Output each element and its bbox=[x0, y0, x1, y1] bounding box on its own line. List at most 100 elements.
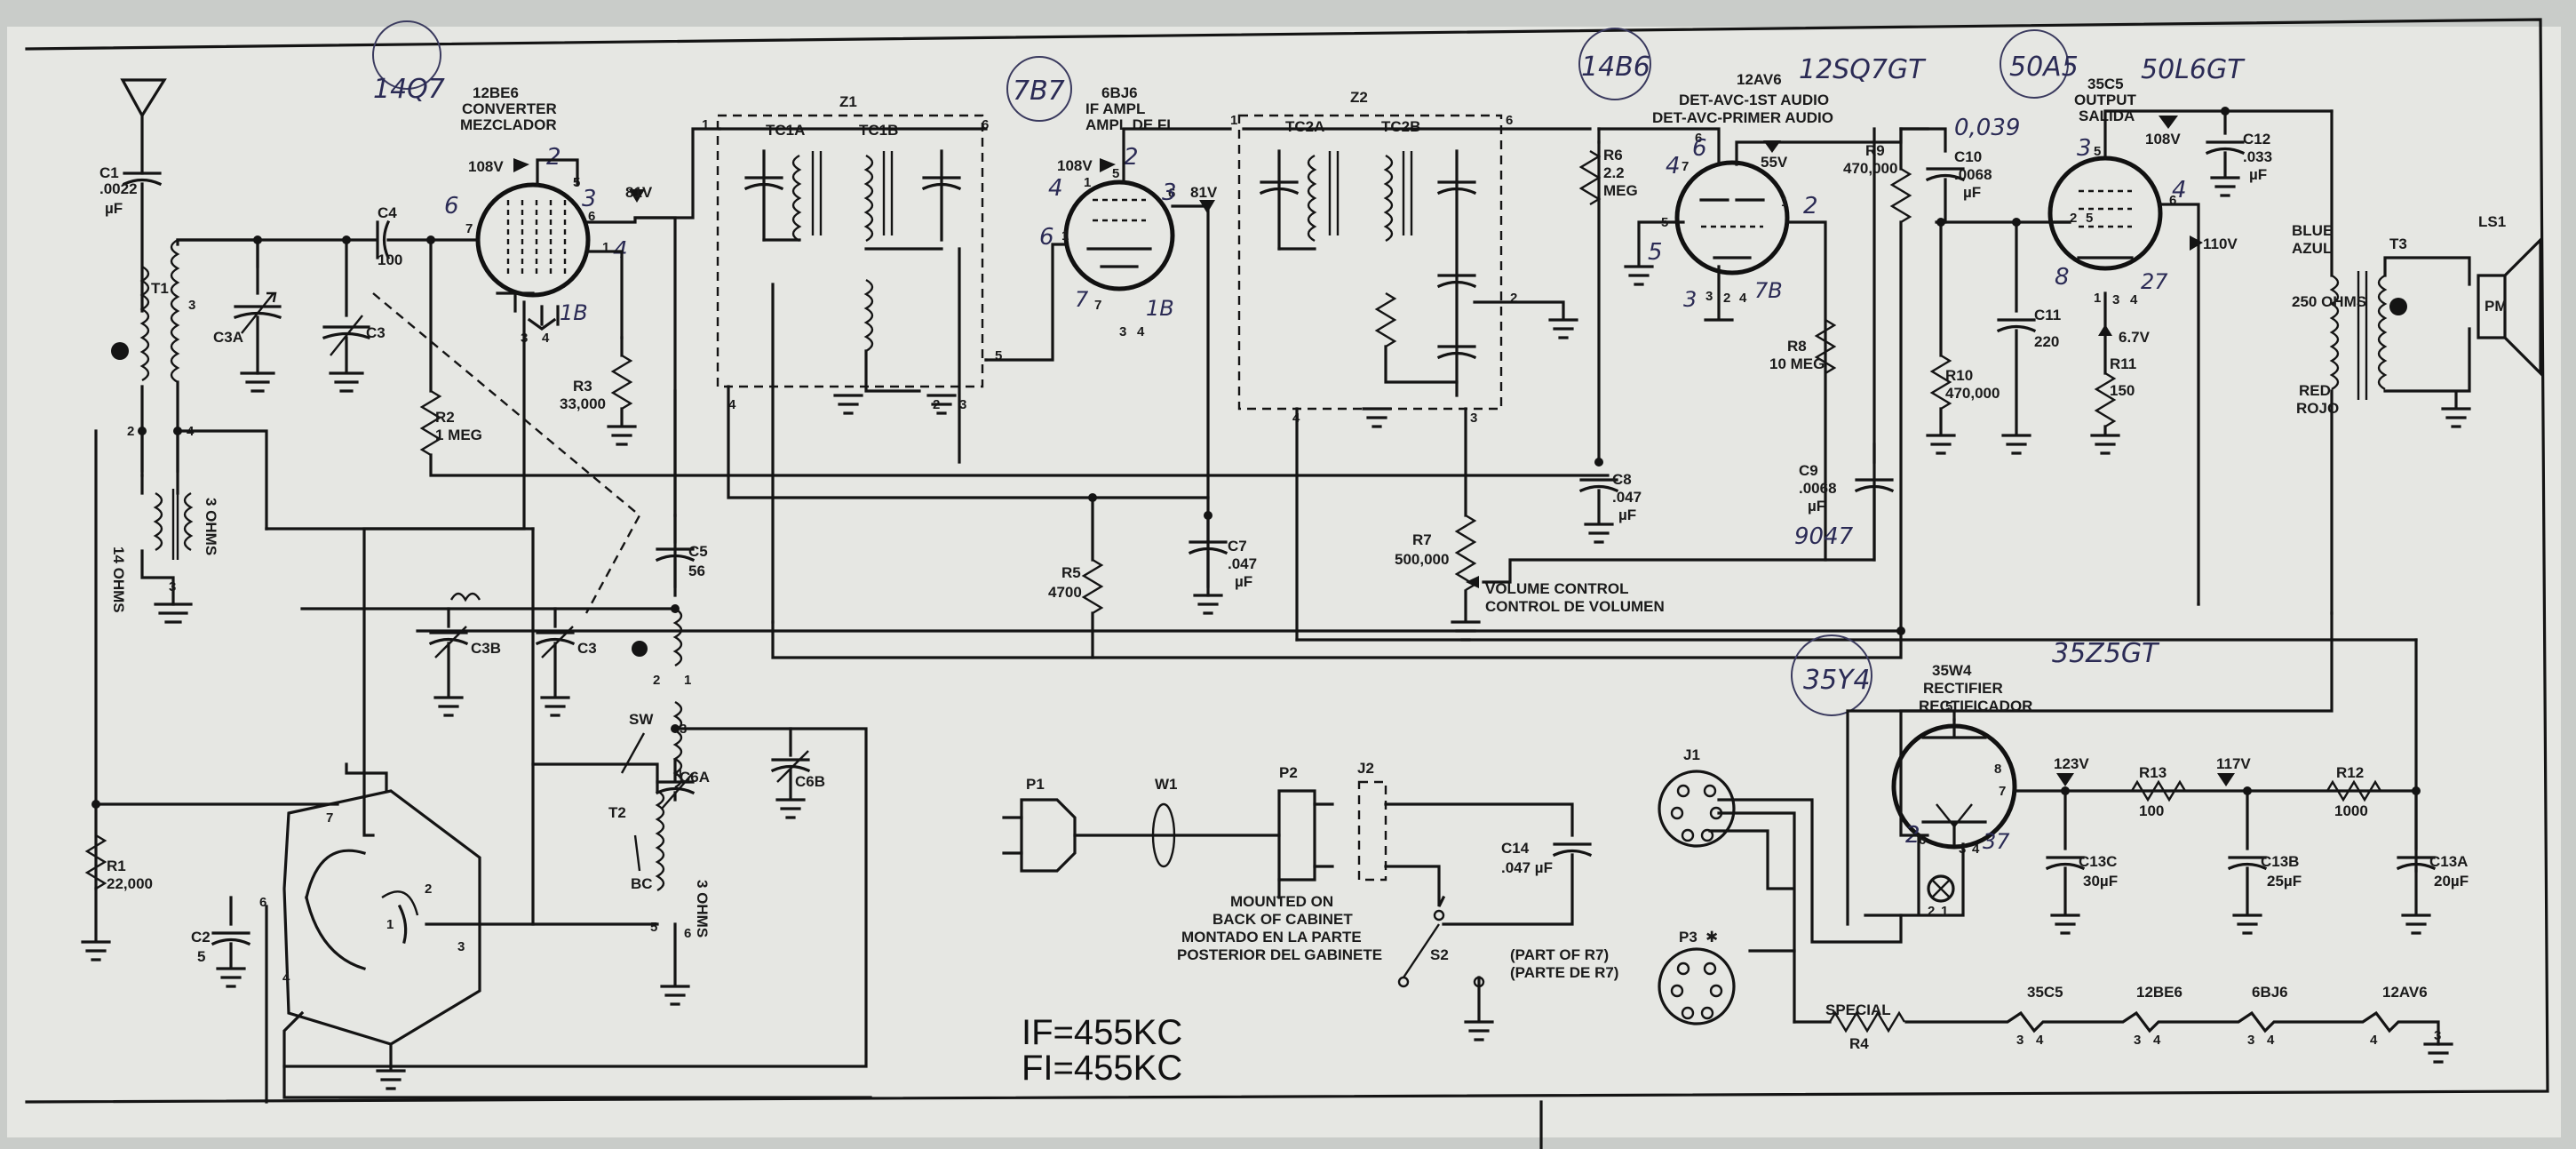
svg-text:3: 3 bbox=[2247, 1033, 2254, 1048]
svg-text:3: 3 bbox=[1705, 289, 1713, 304]
svg-text:IF AMPL: IF AMPL bbox=[1085, 100, 1145, 117]
schematic-frame bbox=[25, 18, 2549, 1104]
svg-text:1: 1 bbox=[1230, 113, 1237, 128]
svg-text:6: 6 bbox=[684, 926, 691, 941]
svg-text:C11: C11 bbox=[2034, 307, 2061, 323]
svg-text:250 OHMS: 250 OHMS bbox=[2292, 293, 2366, 310]
svg-text:2: 2 bbox=[2070, 211, 2077, 226]
svg-text:56: 56 bbox=[688, 563, 705, 579]
svg-text:7B7: 7B7 bbox=[1013, 76, 1065, 107]
svg-text:.0068: .0068 bbox=[1799, 480, 1837, 497]
svg-text:AZUL: AZUL bbox=[2292, 240, 2332, 257]
svg-text:33,000: 33,000 bbox=[560, 395, 606, 412]
c7-r5-group: C7 .047 µF R5 4700 bbox=[1048, 496, 1257, 659]
svg-text:3: 3 bbox=[2016, 1033, 2023, 1048]
svg-text:7: 7 bbox=[1999, 784, 2006, 799]
svg-text:4: 4 bbox=[728, 397, 736, 412]
svg-text:5: 5 bbox=[1648, 239, 1663, 266]
svg-text:30µF: 30µF bbox=[2083, 873, 2118, 890]
svg-text:6: 6 bbox=[2169, 193, 2176, 208]
svg-text:27: 27 bbox=[2141, 269, 2168, 294]
svg-text:µF: µF bbox=[1618, 507, 1636, 523]
svg-text:3: 3 bbox=[2077, 135, 2092, 162]
r9-resistor bbox=[1889, 167, 1912, 224]
svg-text:3: 3 bbox=[2434, 1028, 2441, 1043]
svg-text:3: 3 bbox=[959, 397, 966, 412]
svg-text:6BJ6: 6BJ6 bbox=[2252, 984, 2288, 1001]
svg-text:1: 1 bbox=[1781, 195, 1788, 210]
svg-text:470,000: 470,000 bbox=[1843, 160, 1897, 177]
detector-tube-stage: 14B6 12AV6 12SQ7GT DET-AVC-1ST AUDIO DET… bbox=[1578, 28, 1929, 562]
svg-text:R1: R1 bbox=[107, 858, 126, 874]
band-switch-body bbox=[282, 789, 481, 1046]
hand-circle-14b6 bbox=[1578, 28, 1651, 100]
svg-text:LS1: LS1 bbox=[2478, 213, 2506, 230]
svg-text:1: 1 bbox=[602, 240, 609, 255]
svg-text:3 OHMS: 3 OHMS bbox=[694, 880, 711, 938]
hand-circle-50a5 bbox=[2000, 29, 2069, 99]
svg-text:4: 4 bbox=[2130, 292, 2138, 307]
svg-text:4: 4 bbox=[2370, 1033, 2378, 1048]
svg-text:C3: C3 bbox=[577, 640, 597, 657]
svg-text:9047: 9047 bbox=[1794, 523, 1854, 550]
svg-text:6: 6 bbox=[1506, 113, 1513, 128]
svg-text:µF: µF bbox=[1808, 498, 1825, 515]
svg-text:2: 2 bbox=[546, 144, 561, 171]
svg-text:C12: C12 bbox=[2243, 131, 2270, 148]
c4-capacitor-group: C4 100 R2 1 MEG bbox=[345, 204, 1610, 477]
svg-text:PM: PM bbox=[2485, 298, 2508, 315]
svg-text:6: 6 bbox=[1692, 135, 1707, 162]
r11-resistor bbox=[2094, 371, 2117, 428]
junction-dots bbox=[91, 107, 2421, 809]
svg-text:3: 3 bbox=[1470, 411, 1477, 426]
svg-text:10 MEG: 10 MEG bbox=[1769, 355, 1825, 372]
svg-text:C13B: C13B bbox=[2261, 853, 2299, 870]
svg-text:MEG: MEG bbox=[1603, 182, 1638, 199]
svg-text:50L6GT: 50L6GT bbox=[2141, 54, 2246, 85]
svg-text:C3B: C3B bbox=[471, 640, 501, 657]
svg-text:S2: S2 bbox=[1430, 946, 1449, 963]
c12-capacitor-group: C12 .033 µF bbox=[2205, 109, 2272, 197]
svg-text:Z1: Z1 bbox=[839, 93, 857, 110]
svg-text:DET-AVC-1ST AUDIO: DET-AVC-1ST AUDIO bbox=[1679, 92, 1829, 108]
svg-text:14B6: 14B6 bbox=[1581, 52, 1650, 83]
r4-resistor bbox=[1828, 1010, 1906, 1033]
svg-text:C3A: C3A bbox=[213, 329, 243, 346]
svg-text:108V: 108V bbox=[2145, 131, 2181, 148]
svg-text:4: 4 bbox=[675, 766, 683, 781]
svg-text:R7: R7 bbox=[1412, 531, 1432, 548]
switch-wiper-arc bbox=[305, 849, 366, 899]
svg-text:150: 150 bbox=[2110, 382, 2135, 399]
svg-text:470,000: 470,000 bbox=[1945, 385, 2000, 402]
svg-text:8: 8 bbox=[1994, 762, 2001, 777]
svg-text:3: 3 bbox=[1119, 324, 1126, 339]
svg-text:8: 8 bbox=[2055, 264, 2070, 291]
t3-secondary bbox=[2377, 274, 2388, 391]
loop-coil-3ohm bbox=[183, 491, 194, 552]
svg-text:2: 2 bbox=[425, 882, 432, 897]
svg-text:4: 4 bbox=[1972, 842, 1980, 857]
svg-text:1: 1 bbox=[684, 673, 691, 688]
svg-text:CONVERTER: CONVERTER bbox=[462, 100, 557, 117]
svg-text:.047: .047 bbox=[1612, 489, 1642, 506]
svg-text:MONTADO EN LA PARTE: MONTADO EN LA PARTE bbox=[1181, 929, 1362, 946]
svg-text:TC2A: TC2A bbox=[1285, 118, 1324, 135]
svg-text:35W4: 35W4 bbox=[1932, 662, 1972, 679]
svg-text:POSTERIOR DEL GABINETE: POSTERIOR DEL GABINETE bbox=[1177, 946, 1382, 963]
svg-text:7: 7 bbox=[465, 221, 473, 236]
svg-text:1: 1 bbox=[1941, 904, 1948, 919]
svg-text:CONTROL DE VOLUMEN: CONTROL DE VOLUMEN bbox=[1485, 598, 1665, 615]
svg-text:12BE6: 12BE6 bbox=[473, 84, 519, 101]
svg-text:C5: C5 bbox=[688, 543, 708, 560]
svg-text:RECTIFIER: RECTIFIER bbox=[1923, 680, 2003, 697]
z2-if-transformer: Z2 TC2A TC2B 1 6 2 4 3 bbox=[1230, 89, 1592, 642]
r3-resistor bbox=[610, 354, 633, 411]
svg-text:6BJ6: 6BJ6 bbox=[1101, 84, 1138, 101]
antenna-icon bbox=[120, 78, 167, 119]
svg-text:20µF: 20µF bbox=[2434, 873, 2469, 890]
svg-text:100: 100 bbox=[378, 251, 402, 268]
antenna-section: C1 .0022 µF T1 2 4 3 14 OHMS 3 OHMS 3 bbox=[99, 78, 259, 624]
if-amp-tube-envelope bbox=[1063, 180, 1175, 291]
svg-text:5: 5 bbox=[650, 920, 657, 935]
